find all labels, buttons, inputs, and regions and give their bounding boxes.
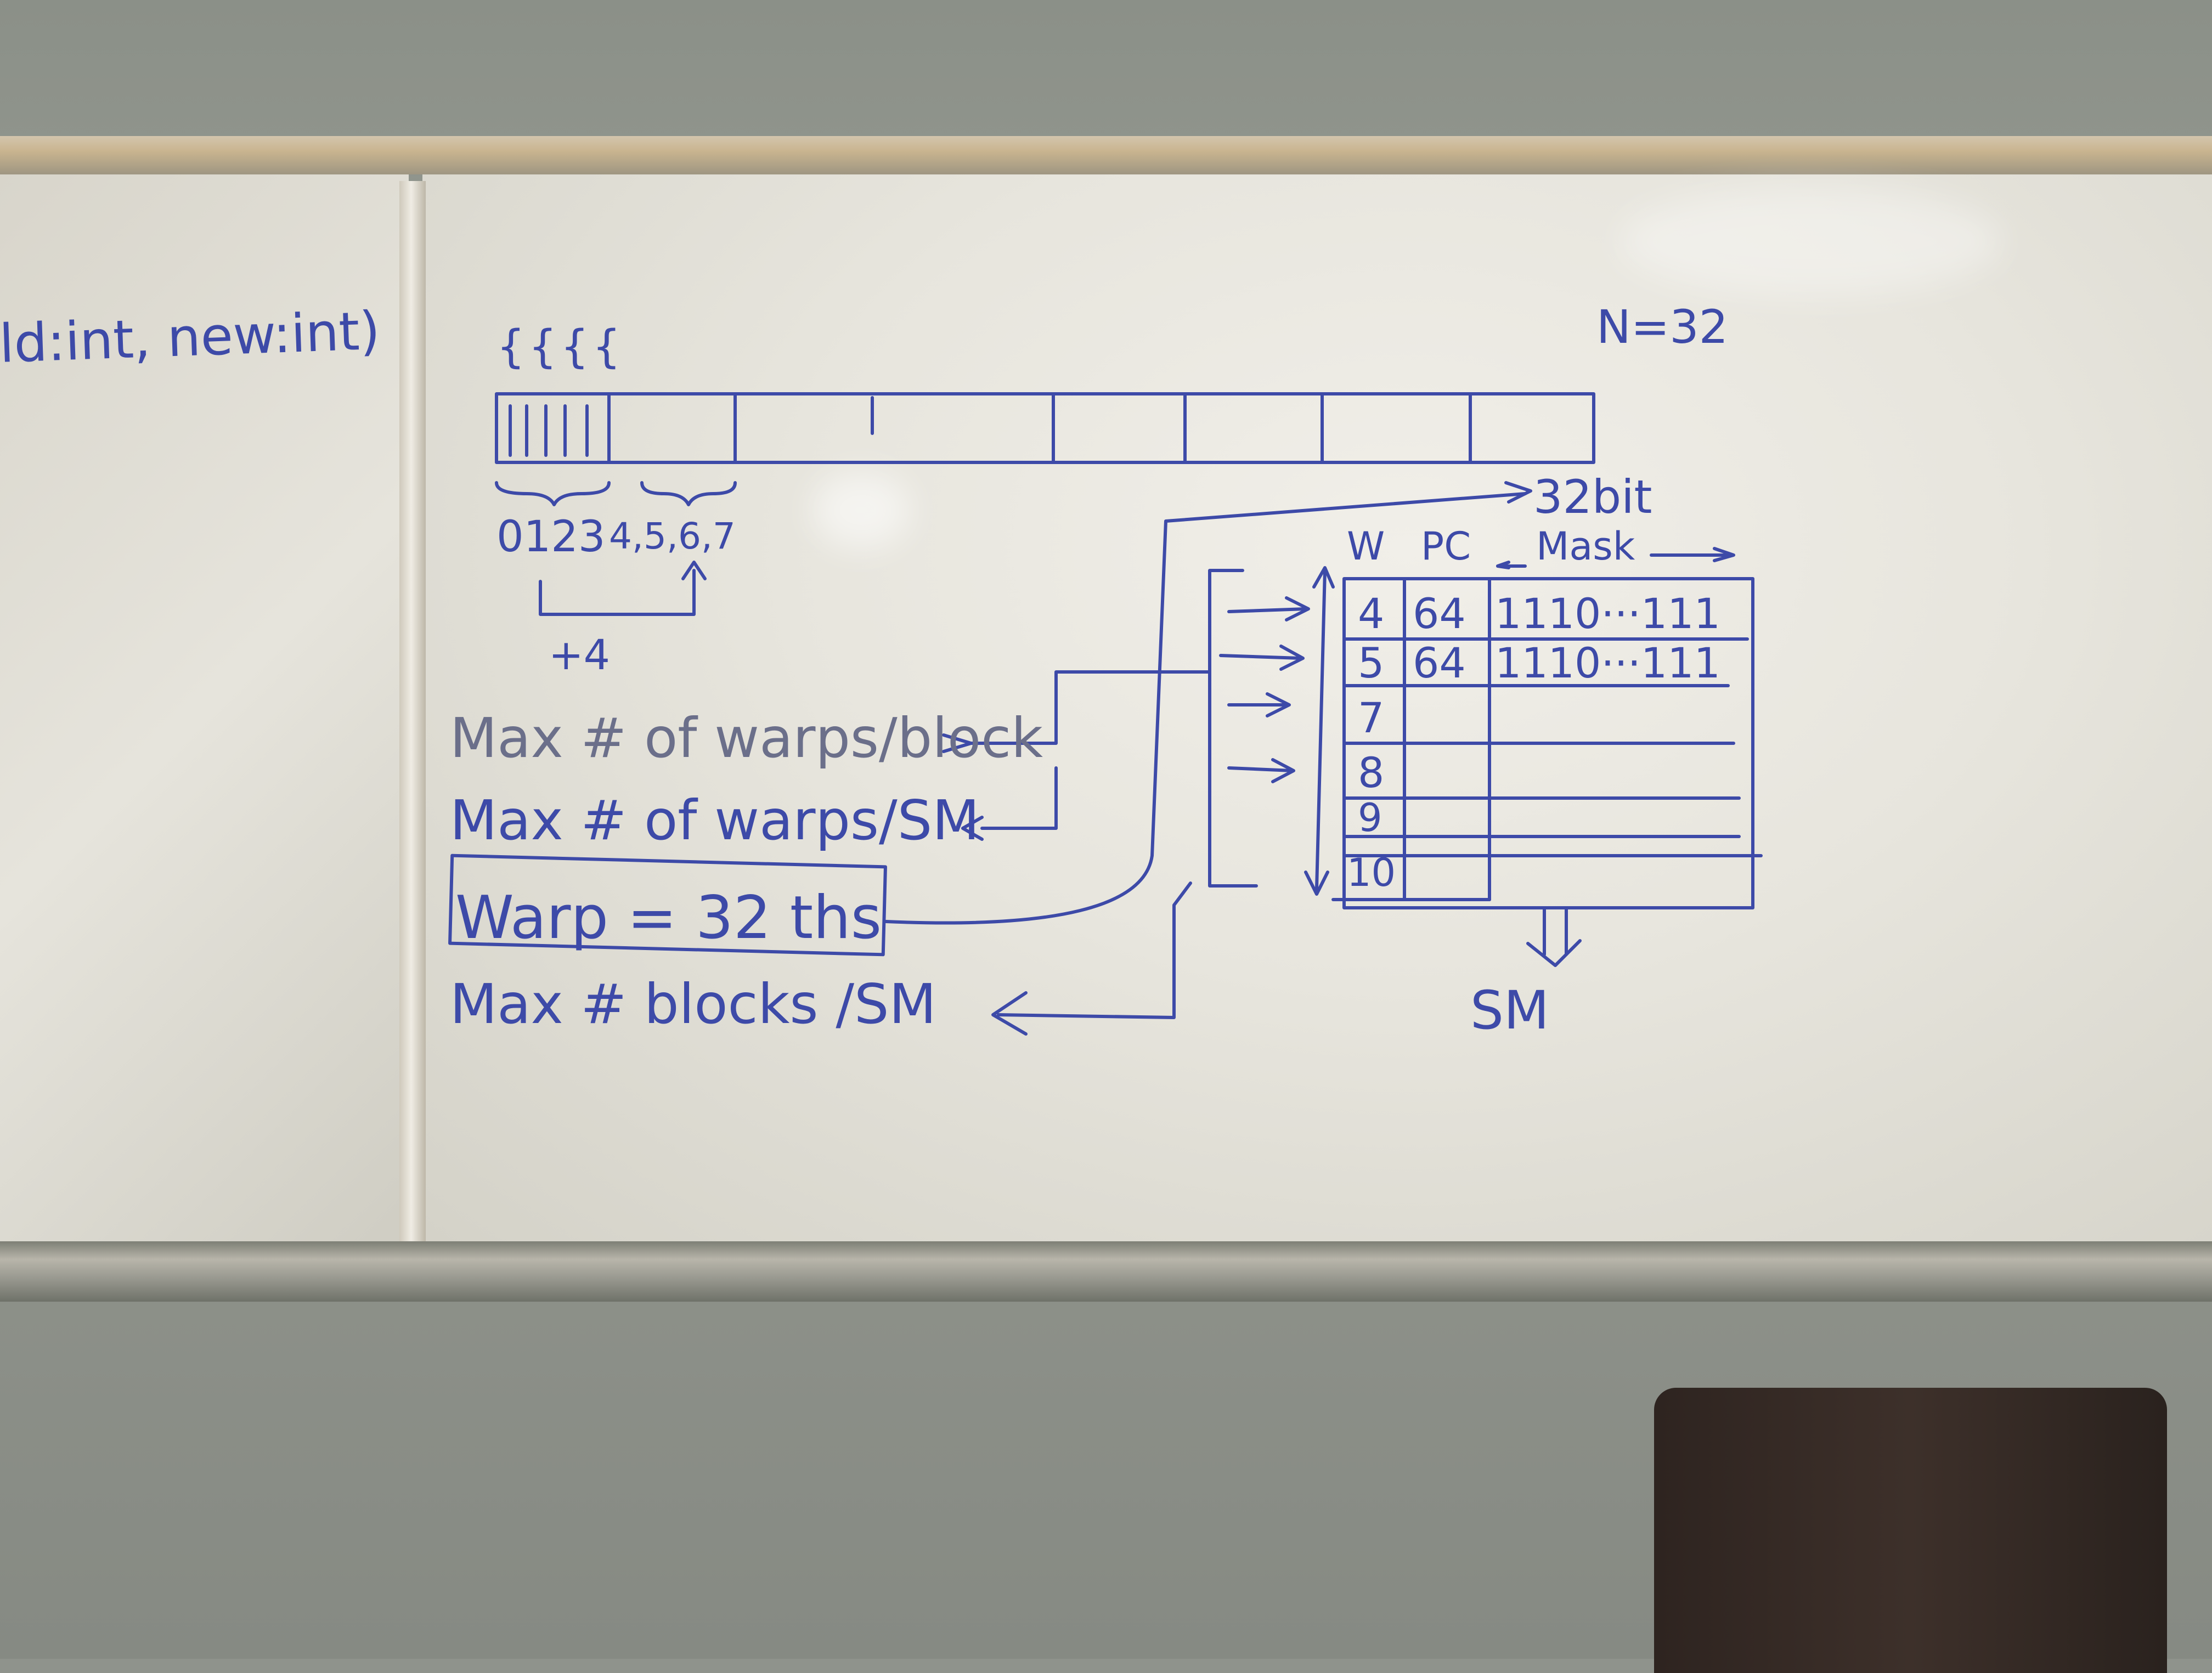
row-arrow [1227, 766, 1294, 772]
note-warps-per-block: Max # of warps/block [450, 706, 1043, 770]
connector-blocks-sm [997, 881, 1192, 1019]
brace-group-b [640, 481, 737, 506]
table-row-w: 10 [1347, 850, 1396, 895]
n-label: N=32 [1596, 300, 1728, 354]
light-glare [812, 472, 911, 549]
row-arrow [1227, 607, 1307, 613]
table-header-w: W [1347, 524, 1385, 569]
index-group-b: 4,5,6,7 [609, 515, 736, 557]
connector-warps-block [969, 670, 1211, 745]
table-row-w: 4 [1358, 589, 1384, 638]
arrow-head [681, 561, 707, 580]
table-row-mask: 1110···111 [1495, 589, 1720, 638]
table-row-w: 5 [1358, 638, 1384, 687]
connector-warps-sm [980, 766, 1058, 830]
table-header-mask: Mask [1536, 524, 1635, 569]
index-group-a: 0123 [496, 512, 606, 562]
scheduler-bracket [1208, 569, 1258, 888]
board-divider [399, 181, 426, 1242]
table-row-pc: 64 [1413, 638, 1466, 687]
memory-array [495, 392, 1595, 464]
offset-label: +4 [549, 630, 610, 679]
thread-ticks: {{{{ [496, 321, 624, 373]
table-row-pc: 64 [1413, 589, 1466, 638]
left-board-text: ld:int, new:int) [0, 300, 381, 375]
connector-warp-32bit [884, 492, 1527, 925]
table-row-w: 8 [1358, 748, 1384, 797]
table-header-pc: PC [1421, 524, 1471, 569]
marker-tray [0, 1241, 2212, 1302]
chair-back [1654, 1388, 2167, 1673]
left-whiteboard [0, 174, 409, 1241]
row-arrow [1219, 654, 1302, 660]
light-glare [1618, 186, 2002, 296]
down-arrow [1526, 939, 1582, 967]
sm-label: SM [1470, 980, 1549, 1041]
note-blocks-per-sm: Max # blocks /SM [450, 972, 936, 1036]
main-whiteboard [422, 174, 2212, 1241]
table-row-w: 7 [1358, 693, 1384, 742]
offset-bracket [539, 569, 696, 616]
double-arrow [1315, 569, 1327, 890]
bits-label: 32bit [1533, 470, 1652, 524]
brace-group-a [495, 481, 611, 506]
warp-highlight-box [448, 854, 887, 957]
table-row-w: 9 [1358, 795, 1383, 840]
top-chalk-rail [0, 136, 2212, 174]
note-warps-per-sm: Max # of warps/SM [450, 788, 979, 852]
note-warp-threads: Warp = 32 ths [455, 884, 882, 952]
table-row-mask: 1110···111 [1495, 638, 1720, 687]
